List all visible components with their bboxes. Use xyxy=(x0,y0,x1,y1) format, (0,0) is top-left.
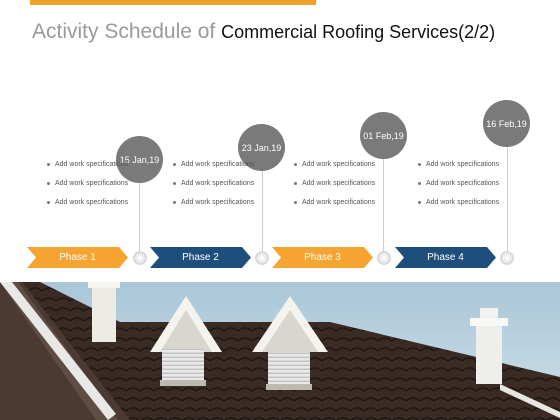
phase-3-bullets: Add work specifications Add work specifi… xyxy=(293,160,383,217)
milestone-date-2: 23 Jan,19 xyxy=(241,142,282,153)
phase-4-arrow: Phase 4 xyxy=(395,247,496,268)
list-item: Add work specifications xyxy=(293,198,383,207)
list-item: Add work specifications xyxy=(417,179,507,188)
connector-line-4 xyxy=(507,146,508,251)
milestone-dot-1 xyxy=(133,251,147,265)
milestone-dot-4 xyxy=(500,251,514,265)
phase-2-label: Phase 2 xyxy=(182,252,219,263)
list-item: Add work specifications xyxy=(46,179,136,188)
phase-3-arrow: Phase 3 xyxy=(272,247,373,268)
accent-bar xyxy=(30,0,316,5)
milestone-date-circle-2: 23 Jan,19 xyxy=(238,124,285,171)
slide-title-part2: Commercial Roofing Services(2/2) xyxy=(221,22,496,42)
roof-photo xyxy=(0,282,560,420)
milestone-date-1: 15 Jan,19 xyxy=(119,154,160,165)
milestone-dot-3 xyxy=(377,251,391,265)
milestone-date-circle-1: 15 Jan,19 xyxy=(116,136,163,183)
list-item: Add work specifications xyxy=(417,198,507,207)
milestone-date-circle-4: 16 Feb,19 xyxy=(483,100,530,147)
connector-line-3 xyxy=(383,158,384,251)
list-item: Add work specifications xyxy=(293,179,383,188)
phase-4-label: Phase 4 xyxy=(427,252,464,263)
milestone-dot-2 xyxy=(255,251,269,265)
phase-1-arrow: Phase 1 xyxy=(27,247,128,268)
phase-2-arrow: Phase 2 xyxy=(150,247,251,268)
phase-1-bullets: Add work specifications Add work specifi… xyxy=(46,160,136,217)
list-item: Add work specifications xyxy=(46,160,136,169)
list-item: Add work specifications xyxy=(46,198,136,207)
list-item: Add work specifications xyxy=(172,179,262,188)
phase-3-label: Phase 3 xyxy=(304,252,341,263)
list-item: Add work specifications xyxy=(293,160,383,169)
slide-title-part1: Activity Schedule of xyxy=(32,20,222,43)
phase-1-label: Phase 1 xyxy=(59,252,96,263)
milestone-date-circle-3: 01 Feb,19 xyxy=(360,112,407,159)
phase-2-bullets: Add work specifications Add work specifi… xyxy=(172,160,262,217)
phase-4-bullets: Add work specifications Add work specifi… xyxy=(417,160,507,217)
milestone-date-3: 01 Feb,19 xyxy=(363,130,404,141)
list-item: Add work specifications xyxy=(172,198,262,207)
list-item: Add work specifications xyxy=(172,160,262,169)
milestone-date-4: 16 Feb,19 xyxy=(486,118,527,129)
connector-line-2 xyxy=(262,170,263,251)
list-item: Add work specifications xyxy=(417,160,507,169)
slide-title: Activity Schedule of Commercial Roofing … xyxy=(32,20,495,44)
connector-line-1 xyxy=(139,182,140,251)
